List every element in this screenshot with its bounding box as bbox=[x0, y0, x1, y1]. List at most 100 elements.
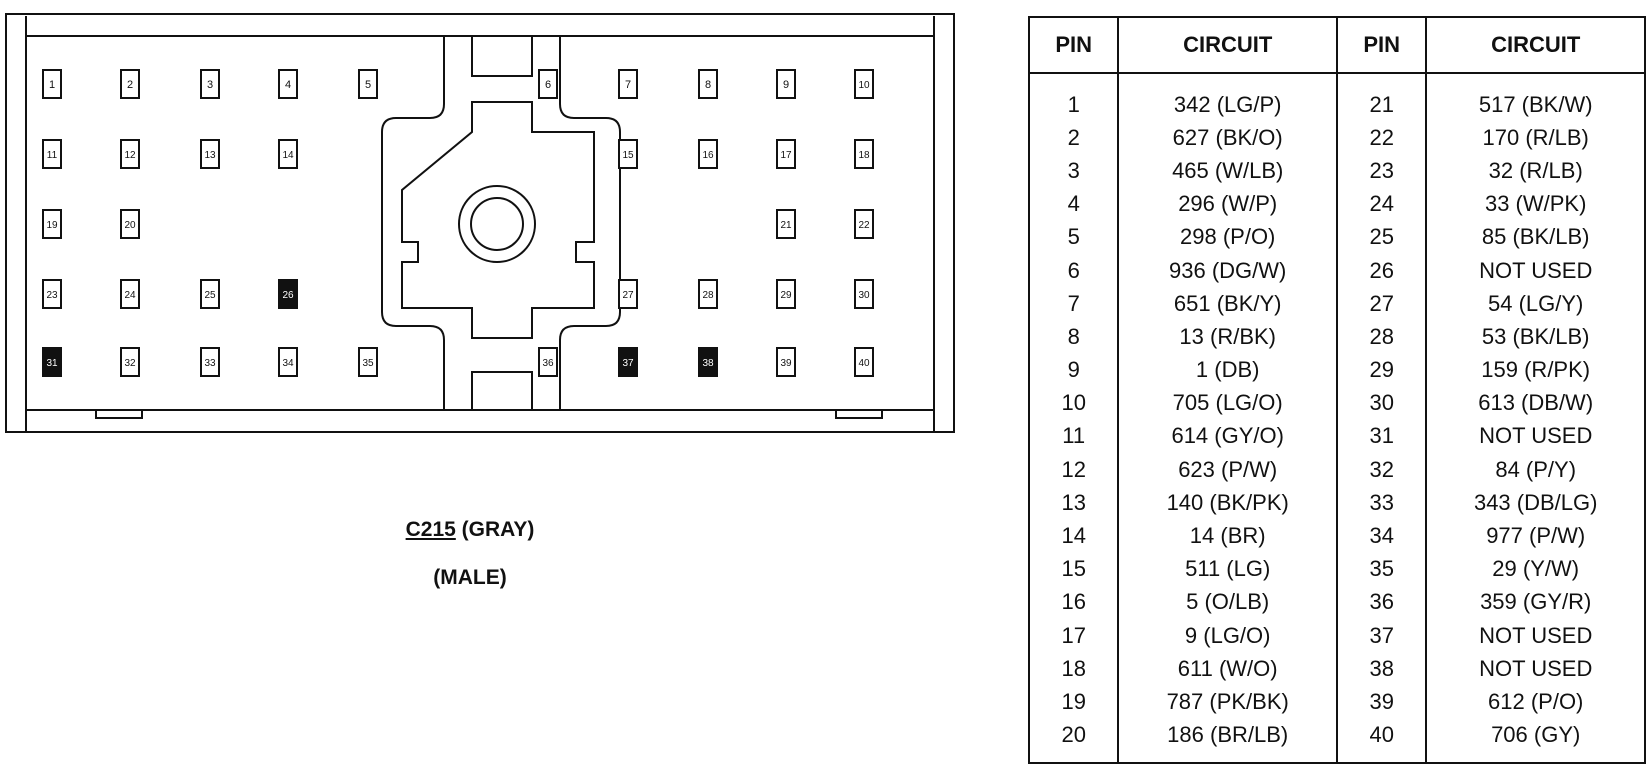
pin-cavity-12: 12 bbox=[120, 139, 140, 169]
pin-cavity-25: 25 bbox=[200, 279, 220, 309]
pin-cavity-6: 6 bbox=[538, 69, 558, 99]
circuit-cell: 296 (W/P) bbox=[1117, 187, 1338, 221]
circuit-cell: 159 (R/PK) bbox=[1425, 353, 1646, 387]
pin-cell: 3 bbox=[1027, 154, 1120, 188]
pin-number-label: 38 bbox=[702, 358, 714, 369]
pin-cell: 24 bbox=[1335, 187, 1428, 221]
connector-id: C215 bbox=[405, 518, 456, 541]
pin-number-label: 25 bbox=[204, 290, 216, 301]
pin-number-label: 4 bbox=[285, 79, 291, 91]
pin-cavity-40: 40 bbox=[854, 347, 874, 377]
circuit-cell: 511 (LG) bbox=[1117, 552, 1338, 586]
circuit-cell: 465 (W/LB) bbox=[1117, 154, 1338, 188]
header-pin-right: PIN bbox=[1335, 16, 1428, 74]
pin-cell: 26 bbox=[1335, 253, 1428, 288]
pin-number-label: 8 bbox=[705, 79, 711, 91]
pin-cavity-33: 33 bbox=[200, 347, 220, 377]
pin-number-label: 9 bbox=[783, 79, 789, 91]
pin-number-label: 28 bbox=[702, 290, 714, 301]
pin-cavity-15: 15 bbox=[618, 139, 638, 169]
pin-cavity-5: 5 bbox=[358, 69, 378, 99]
pin-cell: 18 bbox=[1027, 652, 1120, 686]
pin-number-label: 7 bbox=[625, 79, 631, 91]
pin-cavity-14: 14 bbox=[278, 139, 298, 169]
pin-cell: 25 bbox=[1335, 220, 1428, 254]
center-key-outer bbox=[381, 36, 621, 410]
circuit-cell: NOT USED bbox=[1425, 652, 1646, 686]
circuit-cell: 170 (R/LB) bbox=[1425, 121, 1646, 155]
pin-cell: 29 bbox=[1335, 353, 1428, 387]
circuit-cell: 5 (O/LB) bbox=[1117, 585, 1338, 619]
pin-cavity-21: 21 bbox=[776, 209, 796, 239]
pin-cavity-17: 17 bbox=[776, 139, 796, 169]
pin-number-label: 1 bbox=[49, 79, 55, 91]
pin-cell: 16 bbox=[1027, 585, 1120, 619]
pin-number-label: 29 bbox=[780, 290, 792, 301]
pin-number-label: 32 bbox=[124, 358, 136, 369]
pin-cell: 5 bbox=[1027, 220, 1120, 254]
circuit-cell: NOT USED bbox=[1425, 619, 1646, 653]
pin-number-label: 14 bbox=[282, 150, 294, 161]
pin-cell: 2 bbox=[1027, 121, 1120, 155]
key-slot-top bbox=[471, 35, 533, 77]
circuit-cell: 298 (P/O) bbox=[1117, 220, 1338, 254]
key-slot-bottom bbox=[471, 371, 533, 411]
circuit-cell: 612 (P/O) bbox=[1425, 685, 1646, 719]
pin-cavity-38: 38 bbox=[698, 347, 718, 377]
latch-tab-right bbox=[835, 409, 883, 419]
circuit-cell: 186 (BR/LB) bbox=[1117, 718, 1338, 763]
pin-cavity-36: 36 bbox=[538, 347, 558, 377]
pin-cavity-27: 27 bbox=[618, 279, 638, 309]
pin-cavity-26: 26 bbox=[278, 279, 298, 309]
pin-number-label: 33 bbox=[204, 358, 216, 369]
pin-cavity-39: 39 bbox=[776, 347, 796, 377]
latch-tab-left bbox=[95, 409, 143, 419]
circuit-cell: 1 (DB) bbox=[1117, 353, 1338, 387]
circuit-cell: 614 (GY/O) bbox=[1117, 419, 1338, 454]
pin-cell: 31 bbox=[1335, 419, 1428, 454]
pin-cell: 7 bbox=[1027, 287, 1120, 321]
header-circuit-left: CIRCUIT bbox=[1117, 16, 1338, 74]
pin-number-label: 3 bbox=[207, 79, 213, 91]
pin-cell: 12 bbox=[1027, 453, 1120, 487]
center-guide-post-inner bbox=[470, 197, 524, 251]
table-header-row: PIN CIRCUIT PIN CIRCUIT bbox=[1027, 16, 1646, 74]
pin-number-label: 20 bbox=[124, 220, 136, 231]
pin-cavity-30: 30 bbox=[854, 279, 874, 309]
pin-cavity-22: 22 bbox=[854, 209, 874, 239]
circuit-cell: NOT USED bbox=[1425, 419, 1646, 454]
pin-cell: 27 bbox=[1335, 287, 1428, 321]
circuit-cell: 623 (P/W) bbox=[1117, 453, 1338, 487]
circuit-cell: 787 (PK/BK) bbox=[1117, 685, 1338, 719]
pin-cell: 11 bbox=[1027, 419, 1120, 454]
pin-cavity-2: 2 bbox=[120, 69, 140, 99]
circuit-cell: 14 (BR) bbox=[1117, 519, 1338, 553]
pin-number-label: 17 bbox=[780, 150, 792, 161]
pin-cell: 1 bbox=[1027, 73, 1120, 122]
pin-cavity-32: 32 bbox=[120, 347, 140, 377]
pin-cell: 33 bbox=[1335, 486, 1428, 520]
pin-cell: 21 bbox=[1335, 73, 1428, 122]
pin-cavity-29: 29 bbox=[776, 279, 796, 309]
pin-cavity-24: 24 bbox=[120, 279, 140, 309]
circuit-cell: 13 (R/BK) bbox=[1117, 320, 1338, 354]
pin-cavity-23: 23 bbox=[42, 279, 62, 309]
pin-cell: 34 bbox=[1335, 519, 1428, 553]
pin-cavity-35: 35 bbox=[358, 347, 378, 377]
pin-cavity-8: 8 bbox=[698, 69, 718, 99]
pin-number-label: 19 bbox=[46, 220, 58, 231]
pin-cavity-34: 34 bbox=[278, 347, 298, 377]
pin-number-label: 15 bbox=[622, 150, 634, 161]
pin-number-label: 22 bbox=[858, 220, 870, 231]
pin-cavity-13: 13 bbox=[200, 139, 220, 169]
